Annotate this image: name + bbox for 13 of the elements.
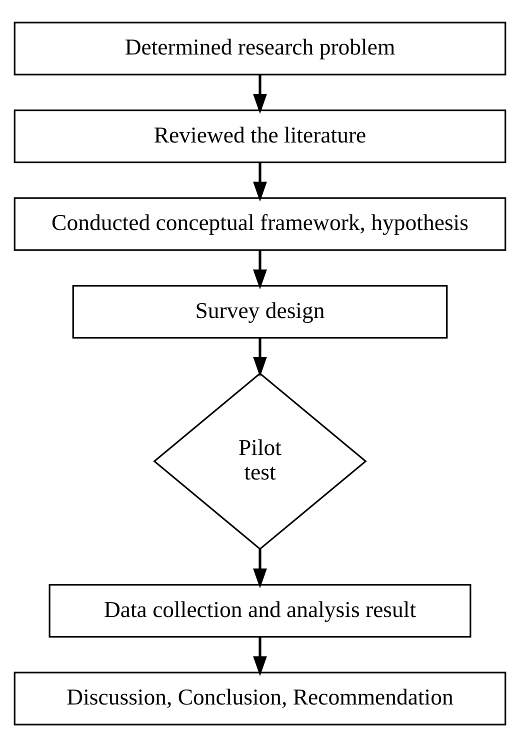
arrow <box>253 636 267 676</box>
node-diamond: Pilot test <box>153 372 367 550</box>
arrow <box>253 338 267 376</box>
node-box: Reviewed the literature <box>14 108 506 163</box>
arrow <box>253 548 267 588</box>
node-box: Determined research problem <box>14 21 506 75</box>
arrow <box>253 74 267 114</box>
arrow <box>253 162 267 202</box>
node-box: Discussion, Conclusion, Recommendation <box>14 671 506 725</box>
node-box: Data collection and analysis result <box>48 583 472 638</box>
node-box: Conducted conceptual framework, hypothesis <box>14 196 506 250</box>
node-box: Survey design <box>72 284 448 338</box>
arrow <box>253 250 267 289</box>
